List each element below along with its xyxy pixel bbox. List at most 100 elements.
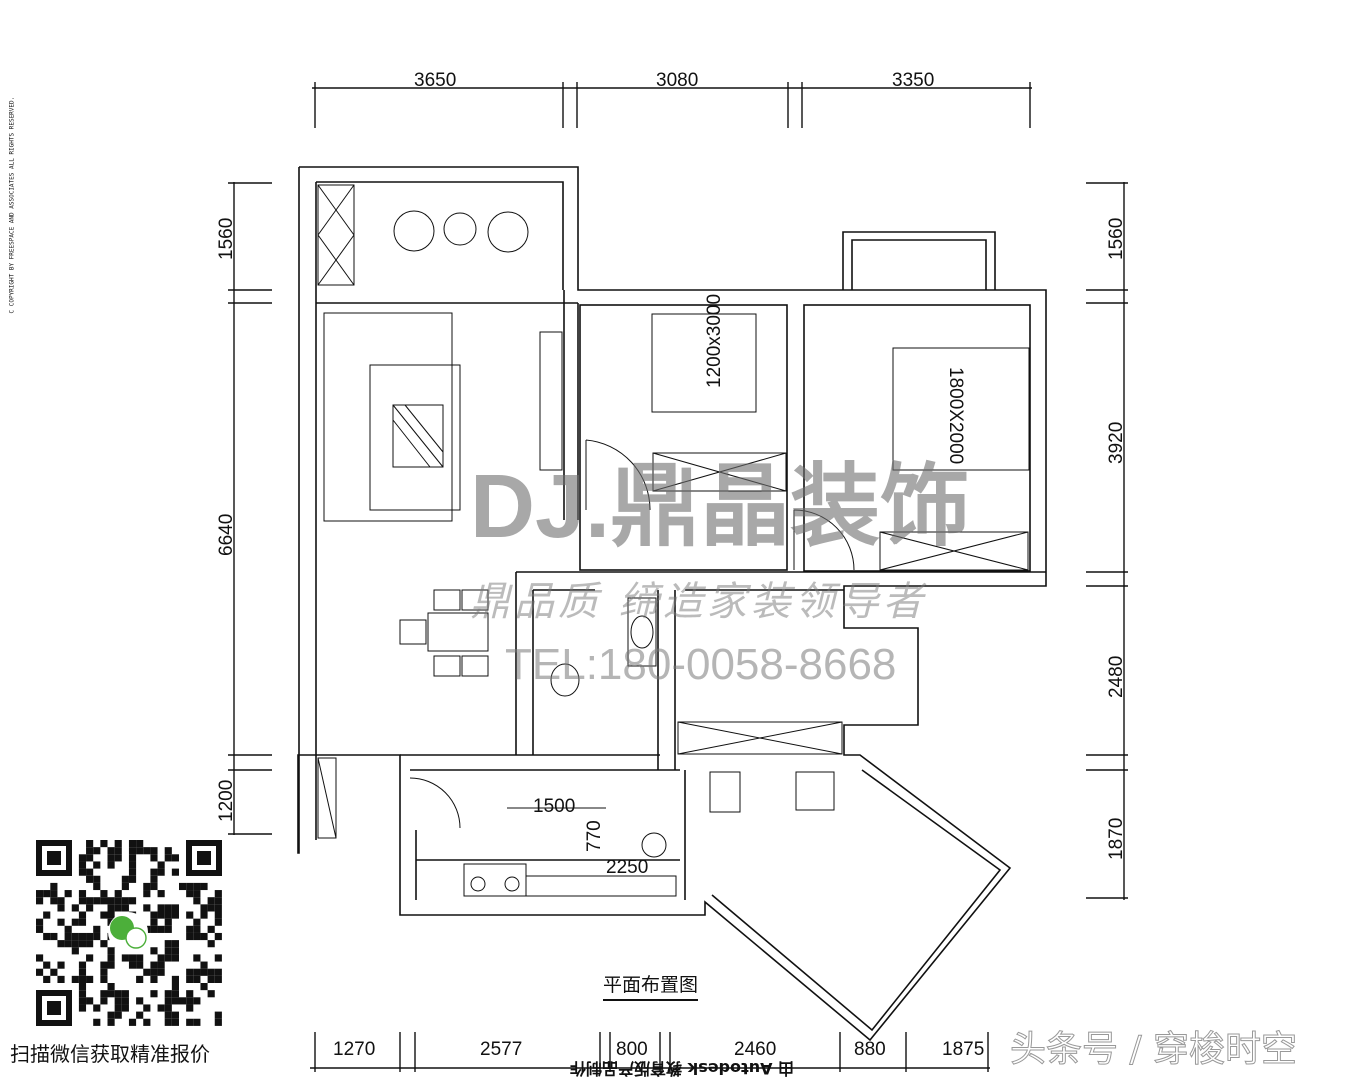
qr-module: [207, 968, 215, 976]
qr-module: [64, 925, 72, 933]
qr-module: [136, 997, 144, 1005]
qr-module: [164, 911, 172, 919]
qr-module: [78, 961, 87, 969]
qr-module: [136, 847, 144, 855]
qr-module: [114, 1011, 122, 1019]
qr-module: [121, 954, 129, 962]
qr-module: [136, 975, 144, 983]
qr-module: [193, 932, 201, 941]
qr-module: [214, 1011, 222, 1019]
qr-module: [86, 904, 94, 912]
qr-module: [64, 890, 72, 898]
left-dimensions: 1560 6640 1200: [216, 182, 272, 835]
qr-code: [36, 840, 222, 1026]
qr-module: [78, 968, 87, 976]
qr-module: [86, 868, 94, 876]
qr-module: [193, 968, 201, 976]
qr-module: [186, 911, 194, 919]
qr-module: [100, 890, 108, 898]
qr-module: [93, 861, 101, 869]
qr-module: [57, 961, 65, 969]
dim-top-3: 3350: [892, 70, 934, 91]
qr-module: [114, 840, 122, 848]
qr-module: [171, 975, 179, 983]
qr-module: [171, 983, 179, 991]
qr-module: [50, 932, 58, 941]
qr-module: [114, 997, 122, 1005]
qr-module: [128, 897, 137, 905]
bottom-dimensions: 1270 2577 800 2460 880 1875: [310, 1032, 990, 1072]
qr-module: [121, 882, 129, 891]
qr-caption: 扫描微信获取精准报价: [10, 1042, 210, 1066]
qr-module: [207, 990, 215, 998]
qr-module: [71, 975, 79, 983]
qr-module: [193, 997, 201, 1005]
qr-module: [164, 1004, 172, 1012]
qr-module: [100, 997, 108, 1005]
qr-module: [78, 911, 87, 919]
qr-module: [107, 911, 115, 919]
qr-module: [179, 882, 187, 891]
qr-module: [114, 847, 122, 855]
qr-module: [214, 954, 222, 962]
right-dimensions: 1560 3920 2480 1870: [1086, 182, 1128, 900]
qr-module: [143, 847, 151, 855]
qr-module: [186, 925, 194, 933]
qr-module: [128, 954, 137, 962]
qr-module: [50, 897, 58, 905]
qr-module: [43, 961, 51, 969]
qr-module: [121, 997, 129, 1005]
qr-module: [157, 890, 165, 898]
qr-module: [93, 1004, 101, 1012]
qr-module: [100, 961, 108, 969]
qr-module: [43, 932, 51, 941]
qr-module: [200, 983, 208, 991]
qr-module: [107, 861, 115, 869]
dim-bottom-3: 800: [616, 1039, 648, 1060]
qr-module: [86, 875, 94, 883]
qr-module: [200, 932, 208, 941]
qr-module: [36, 897, 44, 905]
qr-module: [114, 897, 122, 905]
qr-module: [128, 1018, 137, 1026]
qr-module: [193, 890, 201, 898]
top-dimensions: 3650 3080 3350: [312, 70, 1032, 128]
watermark-slogan: 鼎品质 缔造家装领导者: [470, 579, 927, 625]
qr-module: [150, 947, 158, 955]
qr-module: [207, 904, 215, 912]
watermark-phone: TEL:180-0058-8668: [505, 640, 897, 689]
autodesk-stamp: 由 Autodesk 教育版产品制作: [570, 1059, 795, 1078]
qr-module: [207, 897, 215, 905]
qr-module: [36, 890, 44, 898]
qr-module: [164, 847, 172, 855]
qr-module: [193, 975, 201, 983]
qr-module: [43, 890, 51, 898]
qr-module: [150, 847, 158, 855]
qr-module: [78, 932, 87, 941]
qr-module: [193, 925, 201, 933]
qr-module: [186, 890, 194, 898]
qr-module: [64, 932, 72, 941]
qr-module: [164, 954, 172, 962]
qr-module: [100, 897, 108, 905]
qr-module: [78, 940, 87, 948]
qr-module: [71, 918, 79, 926]
qr-module: [78, 990, 87, 998]
qr-module: [186, 1004, 194, 1012]
qr-module: [186, 997, 194, 1005]
qr-module: [86, 997, 94, 1005]
qr-module: [93, 847, 101, 855]
qr-module: [207, 940, 215, 948]
qr-module: [214, 911, 222, 919]
bed-label-2: 1800X2000: [945, 367, 966, 464]
qr-module: [171, 947, 179, 955]
qr-module: [93, 882, 101, 891]
qr-module: [114, 1004, 122, 1012]
qr-module: [186, 932, 194, 941]
qr-module: [214, 890, 222, 898]
bed-label-1: 1200x3000: [704, 294, 725, 388]
qr-module: [214, 897, 222, 905]
dim-bottom-4: 2460: [734, 1039, 776, 1060]
qr-module: [214, 975, 222, 983]
qr-module: [93, 1018, 101, 1026]
